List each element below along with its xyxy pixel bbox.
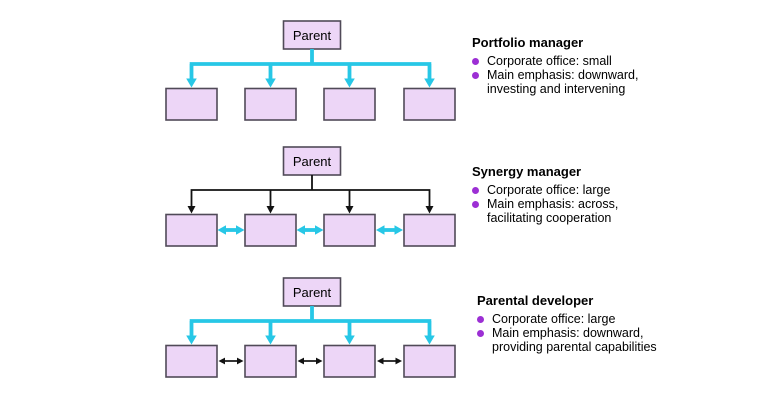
subsidiary-box [323,87,376,121]
sibling-double-arrow [297,357,323,365]
down-arrowhead-icon [266,206,275,214]
subsidiary-box [165,87,218,121]
legend-item: Corporate office: large [472,183,682,197]
legend-title: Synergy manager [472,164,582,179]
legend-item-text: Corporate office: large [492,312,616,326]
legend-item: Main emphasis: downward, providing paren… [477,326,687,354]
portfolio-manager-legend: Portfolio manager Corporate office: smal… [472,36,682,96]
down-arrowhead-icon [425,206,434,214]
legend-item: Corporate office: small [472,54,682,68]
parent-box [282,277,342,307]
parental-developer-legend: Parental developer Corporate office: lar… [477,294,687,354]
subsidiary-box [165,344,218,378]
bullet-icon [472,71,479,79]
legend-item: Main emphasis: across, facilitating coop… [472,197,682,225]
subsidiary-box [323,344,376,378]
down-arrowhead-icon [424,78,435,88]
downward-tree-connector [189,49,432,79]
legend-item-text: Main emphasis: downward, providing paren… [492,326,657,354]
subsidiary-box [403,213,456,247]
sibling-double-arrow [217,225,245,235]
down-arrowhead-icon [344,78,355,88]
parental-developer-diagram: Parent [165,277,456,378]
subsidiary-box [244,213,297,247]
down-arrowhead-icon [186,78,197,88]
parent-box-label: Parent [293,285,332,300]
legend-item: Main emphasis: downward, investing and i… [472,68,682,96]
legend-item-text: Main emphasis: across, facilitating coop… [487,197,619,225]
bullet-icon [472,57,479,65]
down-arrowhead-icon [424,335,435,345]
subsidiary-box [244,344,297,378]
legend-list: Corporate office: large Main emphasis: d… [477,312,687,354]
legend-title: Portfolio manager [472,35,584,50]
subsidiary-box [323,213,376,247]
sibling-double-arrow [218,357,244,365]
down-arrowhead-icon [345,206,354,214]
sibling-double-arrow [377,357,402,365]
subsidiary-box [403,87,456,121]
down-arrowhead-icon [187,206,196,214]
sibling-double-arrow [296,225,324,235]
synergy-manager-legend: Synergy manager Corporate office: large … [472,165,682,225]
subsidiary-box [165,213,218,247]
parent-box-label: Parent [293,28,332,43]
portfolio-manager-diagram: Parent [165,20,456,121]
synergy-manager-diagram: Parent [165,146,456,247]
down-arrowhead-icon [186,335,197,345]
bullet-icon [477,329,484,337]
downward-tree-connector [190,175,431,207]
subsidiary-box [244,87,297,121]
legend-item: Corporate office: large [477,312,687,326]
down-arrowhead-icon [344,335,355,345]
legend-list: Corporate office: small Main emphasis: d… [472,54,682,96]
legend-item-text: Corporate office: large [487,183,611,197]
down-arrowhead-icon [265,335,276,345]
legend-item-text: Main emphasis: downward, investing and i… [487,68,639,96]
bullet-icon [472,186,479,194]
legend-item-text: Corporate office: small [487,54,612,68]
bullet-icon [477,315,484,323]
bullet-icon [472,200,479,208]
legend-title: Parental developer [477,293,594,308]
subsidiary-box [403,344,456,378]
legend-list: Corporate office: large Main emphasis: a… [472,183,682,225]
down-arrowhead-icon [265,78,276,88]
downward-tree-connector [189,306,432,336]
parent-box-label: Parent [293,154,332,169]
sibling-double-arrow [376,225,403,235]
